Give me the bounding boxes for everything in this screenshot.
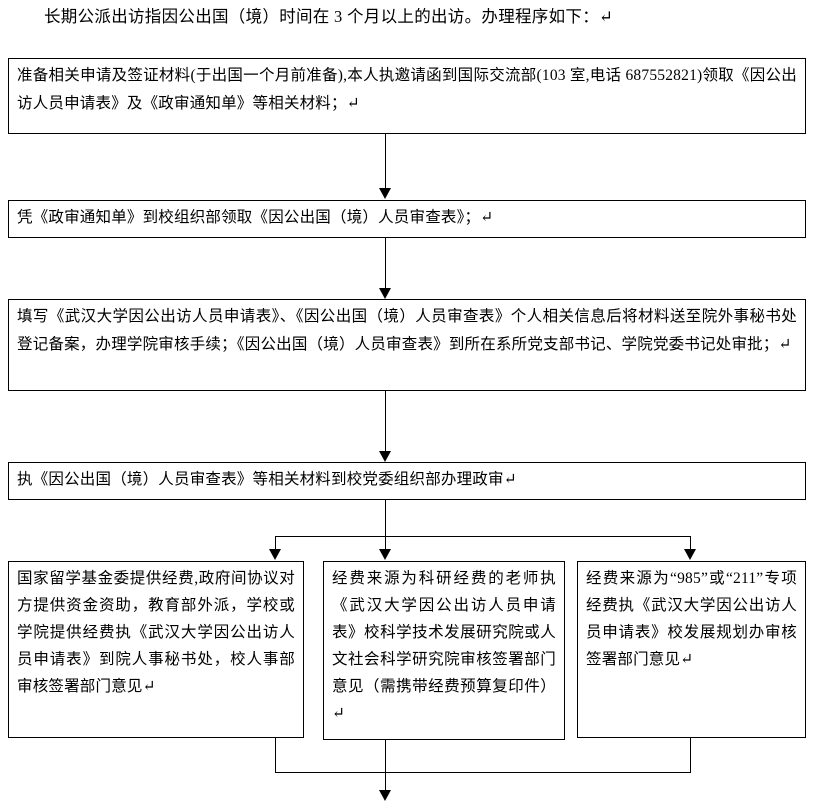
process-box-step-3: 填写《武汉大学因公出访人员申请表》、《因公出国（境）人员审查表》个人相关信息后将… (8, 299, 806, 391)
process-box-branch-right-text: 经费来源为“985”或“211”专项经费执《武汉大学因公出访人员申请表》校发展规… (586, 570, 797, 668)
connector-branch-left-to-merge (275, 738, 276, 772)
process-box-branch-middle: 经费来源为科研经费的老师执《武汉大学因公出访人员申请表》校科学技术发展研究院或人… (323, 561, 565, 740)
process-box-step-2: 凭《政审通知单》到校组织部领取《因公出国（境）人员审查表》；↵ (8, 200, 806, 238)
arrowhead-merge-out (379, 790, 391, 801)
process-box-step-3-text: 填写《武汉大学因公出访人员申请表》、《因公出国（境）人员审查表》个人相关信息后将… (17, 308, 797, 353)
connector-split-to-branch-right (690, 536, 691, 551)
arrowhead-branch-middle (379, 549, 391, 560)
connector-step4-split-bus (275, 536, 691, 537)
connector-step1-to-step2 (385, 134, 386, 189)
process-box-branch-middle-text: 经费来源为科研经费的老师执《武汉大学因公出访人员申请表》校科学技术发展研究院或人… (332, 570, 556, 722)
arrowhead-step1-to-step2 (379, 188, 391, 199)
connector-step2-to-step3 (385, 238, 386, 289)
connector-split-to-branch-middle (385, 536, 386, 551)
process-box-step-4: 执《因公出国（境）人员审查表》等相关材料到校党委组织部办理政审↵ (8, 462, 806, 500)
connector-merge-bus (275, 772, 691, 773)
connector-branch-middle-to-merge (385, 740, 386, 792)
process-box-step-4-text: 执《因公出国（境）人员审查表》等相关材料到校党委组织部办理政审↵ (17, 471, 517, 488)
arrowhead-step3-to-step4 (379, 451, 391, 462)
connector-step3-to-step4 (385, 391, 386, 453)
connector-split-to-branch-left (275, 536, 276, 551)
intro-paragraph: 长期公派出访指因公出国（境）时间在 3 个月以上的出访。办理程序如下：↵ (44, 7, 614, 26)
arrowhead-branch-left (269, 549, 281, 560)
connector-step4-split-stem (385, 500, 386, 536)
process-box-branch-left: 国家留学基金委提供经费,政府间协议对方提供资金资助，教育部外派，学校或学院提供经… (8, 561, 304, 738)
process-box-branch-left-text: 国家留学基金委提供经费,政府间协议对方提供资金资助，教育部外派，学校或学院提供经… (17, 570, 295, 695)
arrowhead-branch-right (684, 549, 696, 560)
process-box-step-2-text: 凭《政审通知单》到校组织部领取《因公出国（境）人员审查表》；↵ (17, 209, 494, 226)
process-box-step-1: 准备相关申请及签证材料(于出国一个月前准备),本人执邀请函到国际交流部(103 … (8, 58, 806, 134)
process-box-step-1-text: 准备相关申请及签证材料(于出国一个月前准备),本人执邀请函到国际交流部(103 … (17, 67, 797, 112)
connector-branch-right-to-merge (690, 738, 691, 772)
arrowhead-step2-to-step3 (379, 288, 391, 299)
process-box-branch-right: 经费来源为“985”或“211”专项经费执《武汉大学因公出访人员申请表》校发展规… (577, 561, 806, 738)
